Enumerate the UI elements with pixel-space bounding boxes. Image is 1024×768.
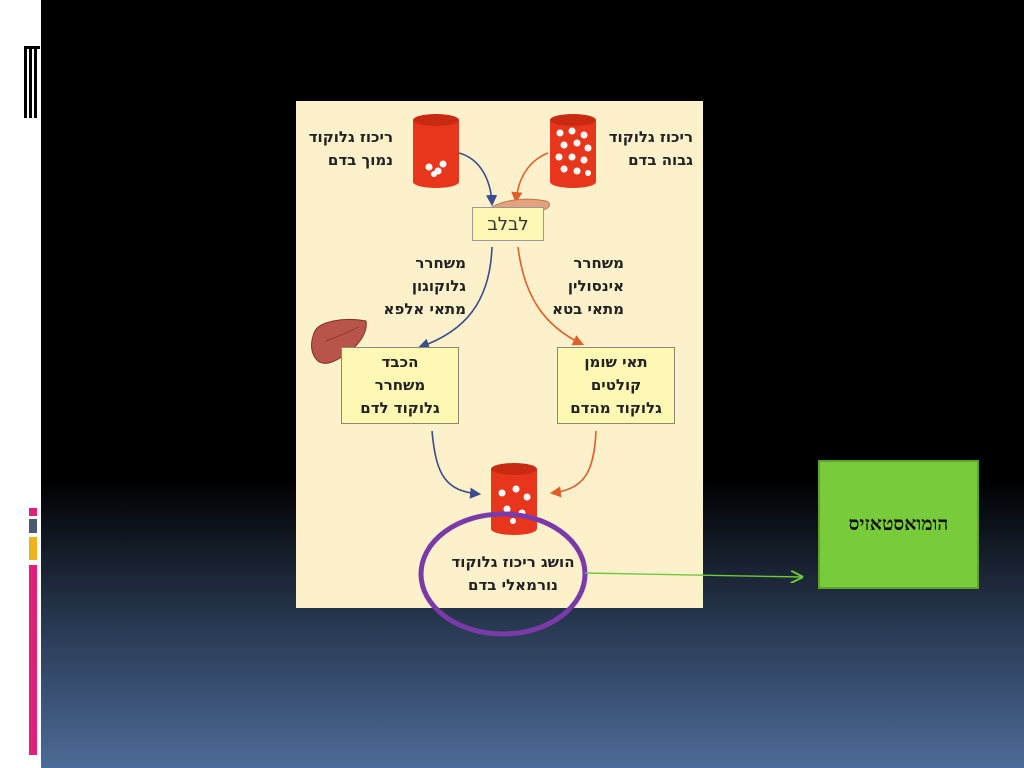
homeostasis-box: הומואסטאזיס <box>818 460 979 589</box>
arrow-high-to-pancreas <box>511 152 549 204</box>
arrow-liver-to-normal <box>431 430 482 499</box>
mark-pink-top <box>29 508 37 516</box>
arrow-pancreas-to-liver <box>417 246 493 350</box>
arrow-fat-to-normal <box>549 430 597 498</box>
pancreas-box: לבלב <box>472 207 544 241</box>
high-glucose-cylinder-icon <box>550 114 596 188</box>
side-strip <box>0 0 41 768</box>
arrow-pancreas-to-fat <box>517 246 585 346</box>
low-glucose-cylinder-icon <box>413 114 459 188</box>
mark-yellow <box>29 537 37 560</box>
arrow-low-to-pancreas <box>458 152 498 207</box>
vertical-lines-decoration <box>24 46 40 118</box>
normal-glucose-cylinder-icon <box>491 463 537 535</box>
mark-pink-long <box>29 565 37 755</box>
mark-gray <box>29 519 37 533</box>
